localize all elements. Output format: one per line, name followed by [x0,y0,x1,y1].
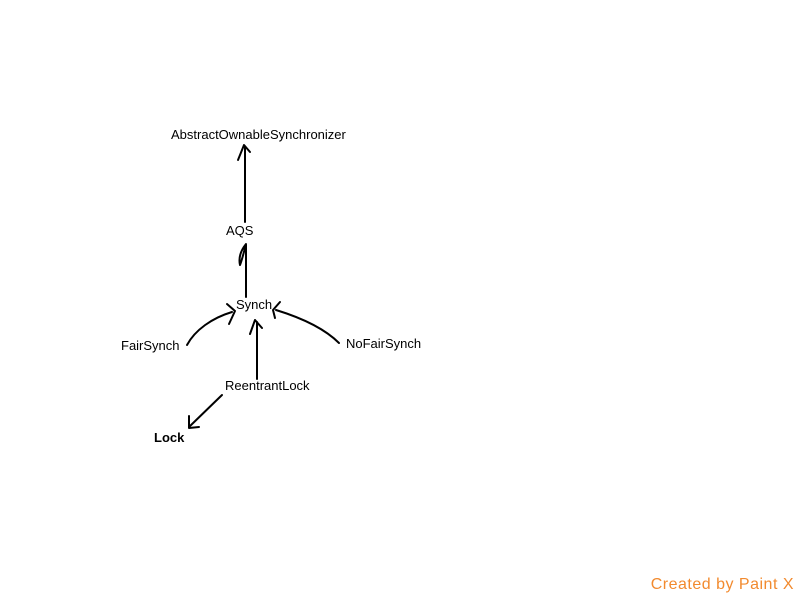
arrowhead-reentrantlock-to-lock [188,415,200,429]
node-lock: Lock [154,430,185,445]
watermark-text: Created by Paint X [650,576,794,593]
node-aqs: AQS [226,223,254,238]
node-abstract-ownable-synchronizer: AbstractOwnableSynchronizer [171,127,346,142]
arrow-fairsynch-to-synch [186,311,233,346]
node-synch: Synch [236,297,273,312]
arrowhead-nofairsynch-to-synch [272,301,281,319]
node-reentrant-lock: ReentrantLock [225,378,310,393]
node-fair-synch: FairSynch [121,338,180,353]
arrow-reentrantlock-to-lock [188,394,223,428]
node-no-fair-synch: NoFairSynch [346,336,422,351]
arrowhead-synch-to-aqs [238,243,247,266]
arrow-nofairsynch-to-synch [275,309,340,344]
arrowhead-reentrantlock-to-synch [249,319,263,335]
arrowhead-aqs-to-aos [237,144,251,161]
arrowhead-fairsynch-to-synch [226,303,236,325]
